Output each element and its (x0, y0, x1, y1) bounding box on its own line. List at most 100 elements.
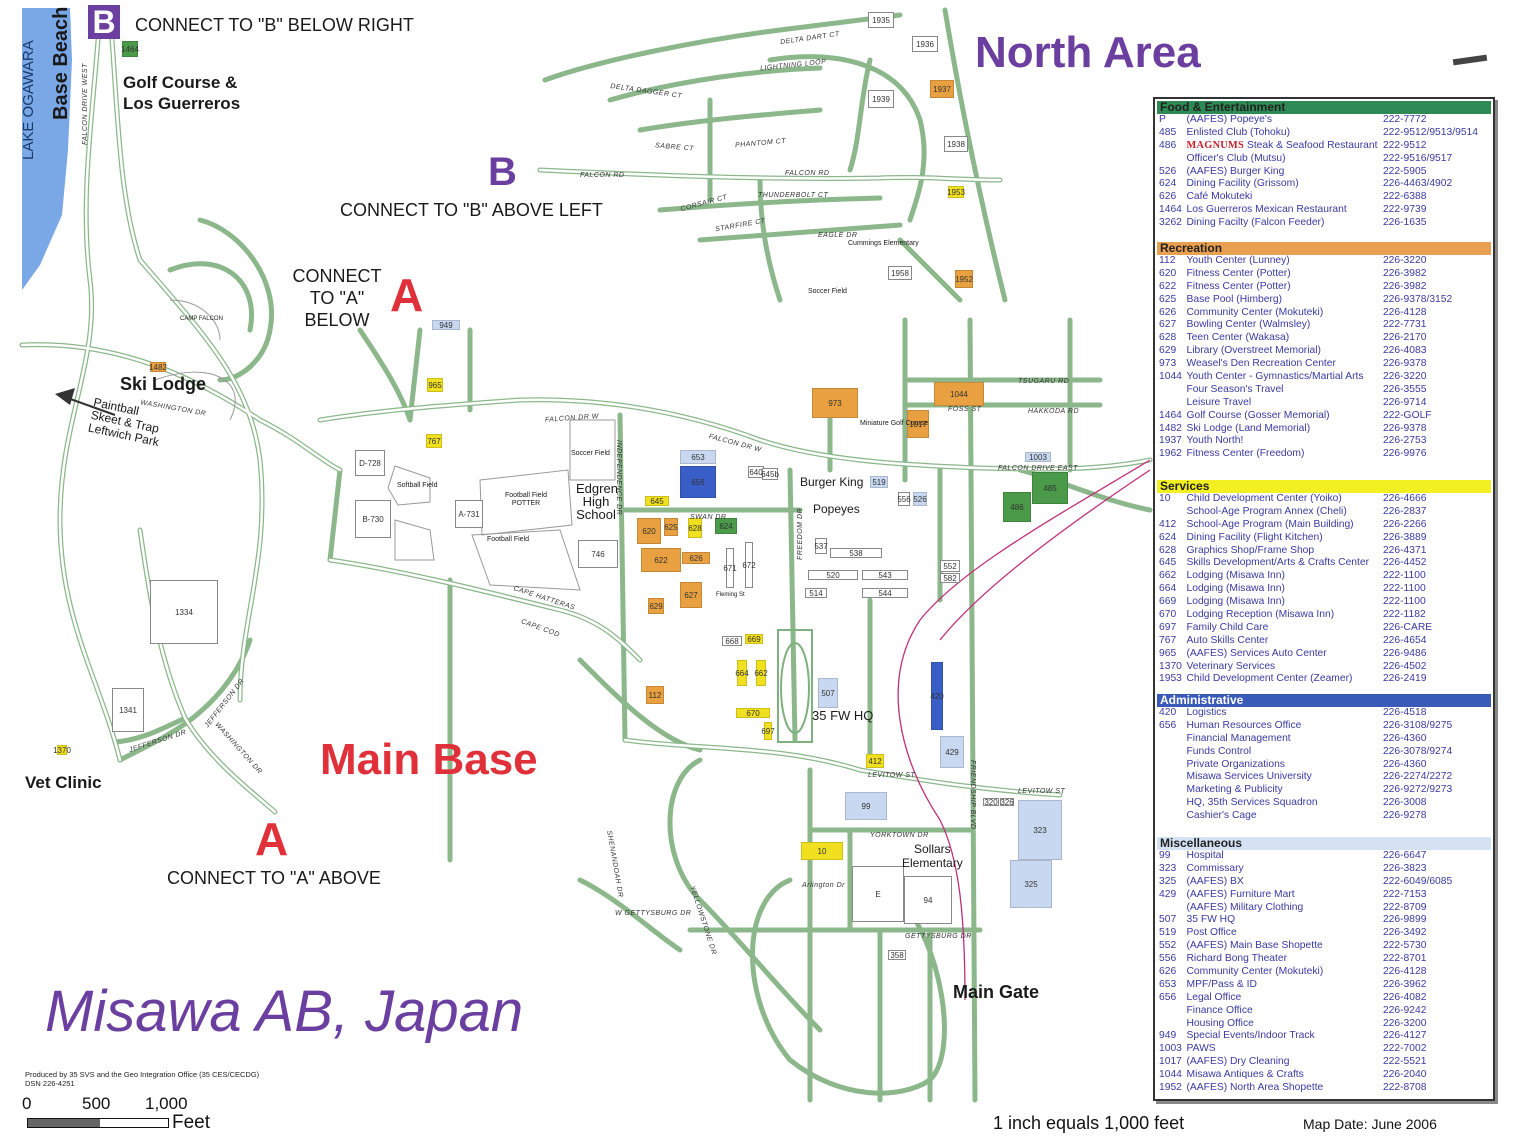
building-number: 949 (1159, 1030, 1177, 1042)
building-number: 1962 (1159, 448, 1182, 460)
street-thunderbolt: THUNDERBOLT CT (758, 192, 829, 199)
street-w-gettysburg: W GETTYSBURG DR (615, 910, 692, 917)
building-1044: 1044 (934, 382, 984, 406)
building-544: 544 (862, 588, 908, 598)
building-10: 10 (801, 842, 843, 860)
legend-row: Housing Office 226-3200 (1157, 1018, 1491, 1031)
building-number (1157, 506, 1187, 519)
phone-number: 226-2170 (1382, 332, 1427, 344)
building-526: 526 (913, 492, 927, 506)
phone-number: 226-2837 (1382, 505, 1427, 517)
building-99: 99 (845, 792, 887, 820)
street-gettysburg: GETTYSBURG DR (905, 933, 972, 940)
building-1937: 1937 (930, 80, 954, 98)
street-swan: SWAN DR (690, 514, 727, 521)
vet-clinic-label: Vet Clinic (25, 773, 102, 792)
building-746: 746 (578, 540, 618, 568)
building-552: 552 (940, 560, 960, 572)
phone-number: 226-3200 (1382, 1017, 1427, 1029)
facility-name: Housing Office (1186, 1017, 1254, 1029)
building-number: P (1159, 114, 1166, 125)
facility-name: Misawa Antiques & Crafts (1186, 1069, 1304, 1081)
facility-name: Base Pool (Himberg) (1186, 293, 1283, 305)
building-number: 628 (1159, 544, 1177, 556)
facility-name: Auto Skills Center (1186, 634, 1269, 646)
building-number: 99 (1159, 850, 1171, 861)
building-1334: 1334 (150, 580, 218, 644)
facility-name: Fitness Center (Potter) (1186, 267, 1291, 279)
producer-note: Produced by 35 SVS and the Geo Integrati… (25, 1070, 259, 1088)
legend-section-title: Recreation (1157, 242, 1491, 255)
phone-number: 226-9486 (1382, 647, 1427, 659)
facility-name: HQ, 35th Services Squadron (1186, 797, 1318, 809)
main-gate-label: Main Gate (953, 982, 1040, 1002)
building-112: 112 (646, 686, 664, 704)
facility-name: Weasel's Den Recreation Center (1186, 358, 1336, 370)
legend-section-title: Food & Entertainment (1157, 101, 1491, 114)
street-hakkoda: HAKKODA RD (1028, 408, 1080, 415)
scale-unit: Feet (172, 1112, 211, 1133)
facility-name: Human Resources Office (1186, 719, 1302, 731)
facility-name: Fitness Center (Potter) (1186, 280, 1291, 292)
phone-number: 222-9739 (1382, 204, 1427, 216)
building-number: 1952 (1159, 1082, 1182, 1094)
building-number: 627 (1159, 319, 1177, 331)
phone-number: 222-6049/6085 (1382, 875, 1453, 887)
building-656: 656 (680, 466, 716, 498)
building-number: 629 (1159, 345, 1177, 357)
building-number: 1017 (1159, 1056, 1182, 1068)
phone-number: 226-1635 (1382, 217, 1427, 229)
magnums-brand: MAGNUMS (1186, 139, 1245, 151)
phone-number: 222-9512 (1382, 139, 1427, 151)
phone-number: 226-4463/4902 (1382, 178, 1453, 190)
building-number: 625 (1159, 293, 1177, 305)
building-628: 628 (688, 518, 702, 538)
building-b-730: B-730 (355, 500, 391, 538)
phone-number: 226-4518 (1382, 707, 1427, 718)
building-number: 620 (1159, 267, 1177, 279)
popeyes-label: Popeyes (813, 502, 860, 516)
building-1939: 1939 (868, 90, 894, 108)
street-eagle: EAGLE DR (818, 232, 858, 239)
facility-name: (AAFES) Dry Cleaning (1186, 1056, 1290, 1068)
building-number: 697 (1159, 621, 1177, 633)
connector-b-mid: B (488, 150, 517, 194)
phone-number: 226-3492 (1382, 927, 1427, 939)
building-number (1157, 902, 1187, 915)
building-number: 1003 (1159, 1043, 1182, 1055)
building-number: 325 (1159, 875, 1177, 887)
cummings-label: Cummings Elementary (848, 240, 919, 247)
phone-number: 226-3982 (1382, 280, 1427, 292)
building-number: 1482 (1159, 422, 1182, 434)
building-669: 669 (745, 634, 763, 644)
facility-name: Hospital (1186, 850, 1224, 861)
building-number: 622 (1159, 280, 1177, 292)
building-486: 486 (1003, 492, 1031, 522)
facility-name: (AAFES) Burger King (1186, 165, 1285, 177)
building-number: 556 (1159, 953, 1177, 965)
produced-by-text: Produced by 35 SVS and the Geo Integrati… (25, 1070, 260, 1079)
building-629: 629 (648, 598, 664, 614)
building-1938: 1938 (944, 136, 968, 152)
building-number: 112 (1159, 255, 1176, 266)
facility-name: Child Development Center (Yoiko) (1186, 493, 1342, 504)
scale-label-0: 0 (22, 1094, 32, 1113)
